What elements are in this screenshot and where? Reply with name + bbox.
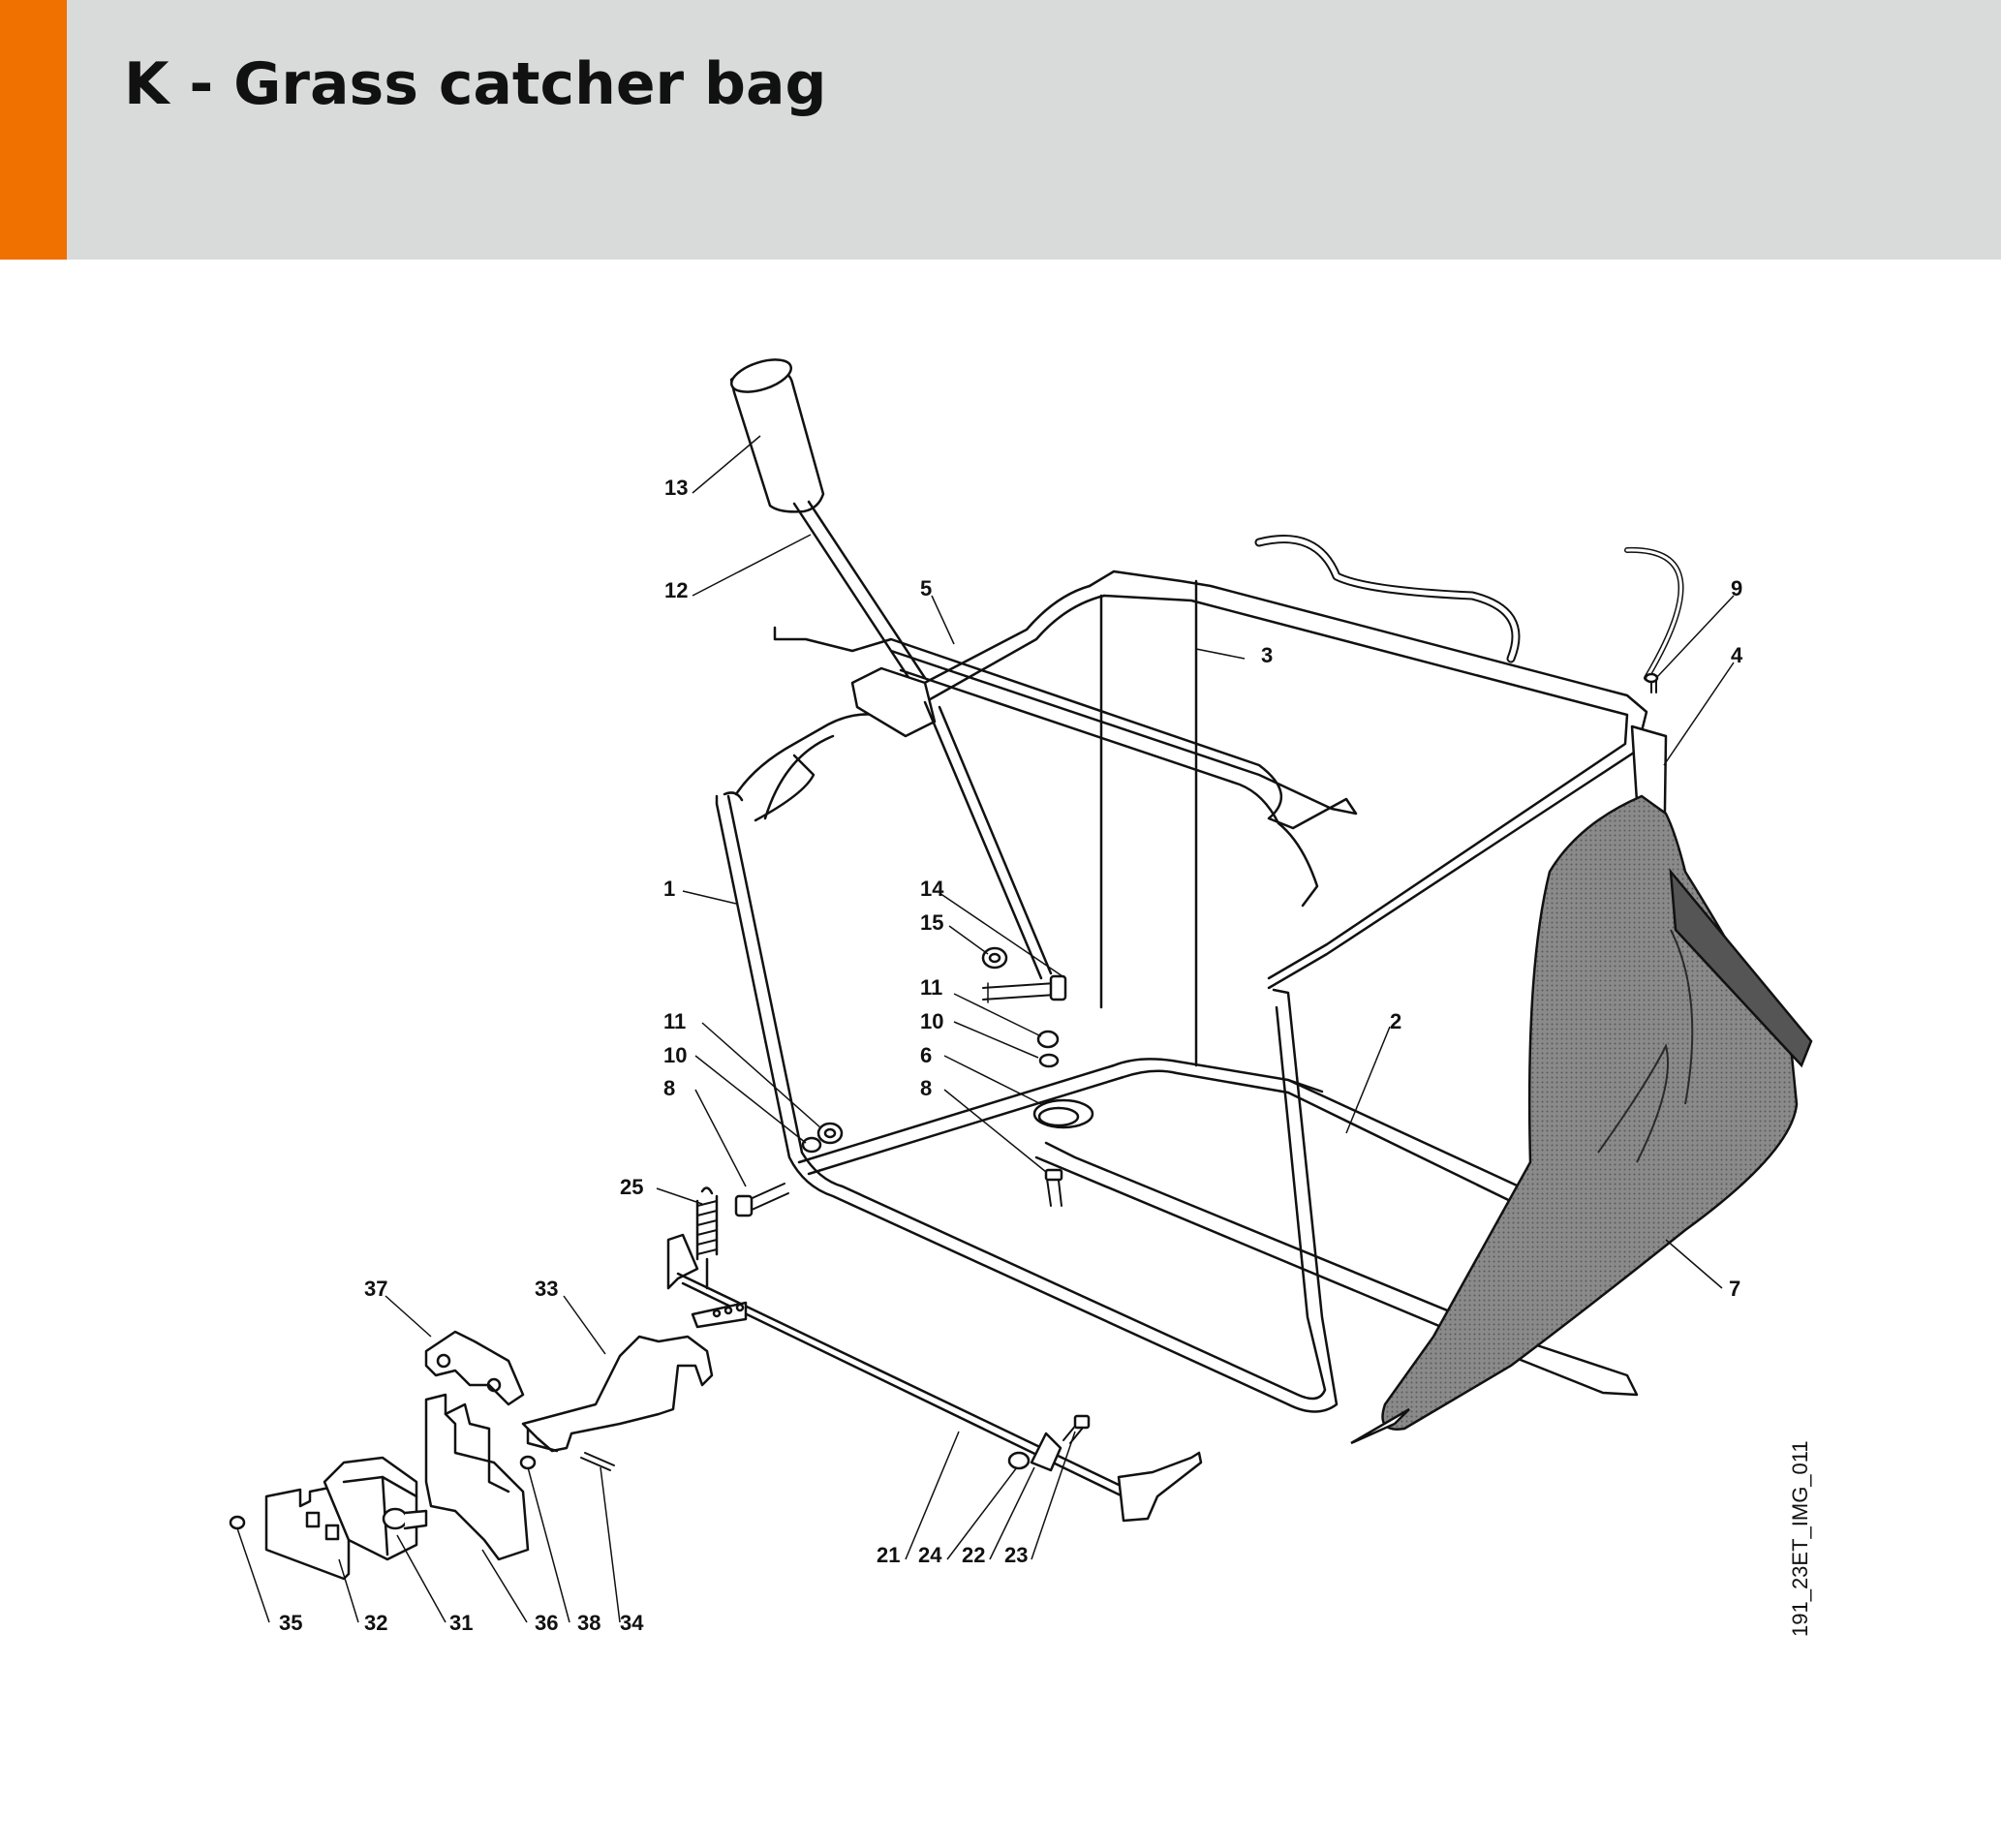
callout-4: 4 (1731, 643, 1743, 667)
callout-11b: 11 (920, 975, 942, 1000)
callout-32: 32 (364, 1611, 387, 1635)
spring-25 (695, 1186, 719, 1290)
header-band: K - Grass catcher bag (0, 0, 2001, 260)
callout-2: 2 (1390, 1009, 1401, 1033)
bottom-frame (797, 1058, 1639, 1397)
front-rail (773, 626, 1358, 908)
callout-3: 3 (1261, 643, 1273, 667)
callout-labels: 13 12 5 3 9 4 1 14 15 11 10 6 8 2 11 10 … (279, 476, 1743, 1635)
callout-8a: 8 (663, 1076, 675, 1100)
left-frame (715, 713, 1339, 1413)
callout-24: 24 (918, 1543, 942, 1567)
callout-23: 23 (1004, 1543, 1028, 1567)
hardware-8-10-11 (734, 1098, 1094, 1217)
callout-7: 7 (1729, 1277, 1740, 1301)
leader-lines (236, 435, 1735, 1623)
link-rod-21 (666, 1233, 1203, 1523)
latch-assembly (229, 1330, 714, 1581)
callout-15: 15 (920, 910, 943, 935)
callout-36: 36 (535, 1611, 558, 1635)
callout-31: 31 (449, 1611, 473, 1635)
callout-9: 9 (1731, 576, 1742, 601)
page-title: K - Grass catcher bag (124, 50, 827, 118)
callout-22: 22 (962, 1543, 985, 1567)
callout-33: 33 (535, 1277, 558, 1301)
callout-14: 14 (920, 877, 944, 901)
callout-8b: 8 (920, 1076, 932, 1100)
callout-11a: 11 (663, 1009, 686, 1033)
lever-handle (729, 358, 1053, 980)
callout-6: 6 (920, 1043, 932, 1067)
callout-10a: 10 (663, 1043, 687, 1067)
accent-bar (0, 0, 67, 260)
callout-38: 38 (577, 1611, 600, 1635)
hardware-14-15 (981, 946, 1067, 1068)
grass-bag (1350, 794, 1813, 1445)
callout-37: 37 (364, 1277, 387, 1301)
exploded-parts-diagram: 13 12 5 3 9 4 1 14 15 11 10 6 8 2 11 10 … (229, 358, 1813, 1637)
callout-10b: 10 (920, 1009, 943, 1033)
callout-34: 34 (620, 1611, 644, 1635)
callout-12: 12 (664, 578, 688, 602)
callout-25: 25 (620, 1175, 643, 1199)
back-panel (1099, 579, 1198, 1067)
callout-35: 35 (279, 1611, 302, 1635)
callout-1: 1 (663, 877, 675, 901)
callout-21: 21 (877, 1543, 900, 1567)
image-reference-code: 191_23ET_IMG_011 (1788, 1440, 1812, 1637)
top-frame (913, 535, 1684, 990)
callout-13: 13 (664, 476, 688, 500)
callout-5: 5 (920, 576, 932, 601)
